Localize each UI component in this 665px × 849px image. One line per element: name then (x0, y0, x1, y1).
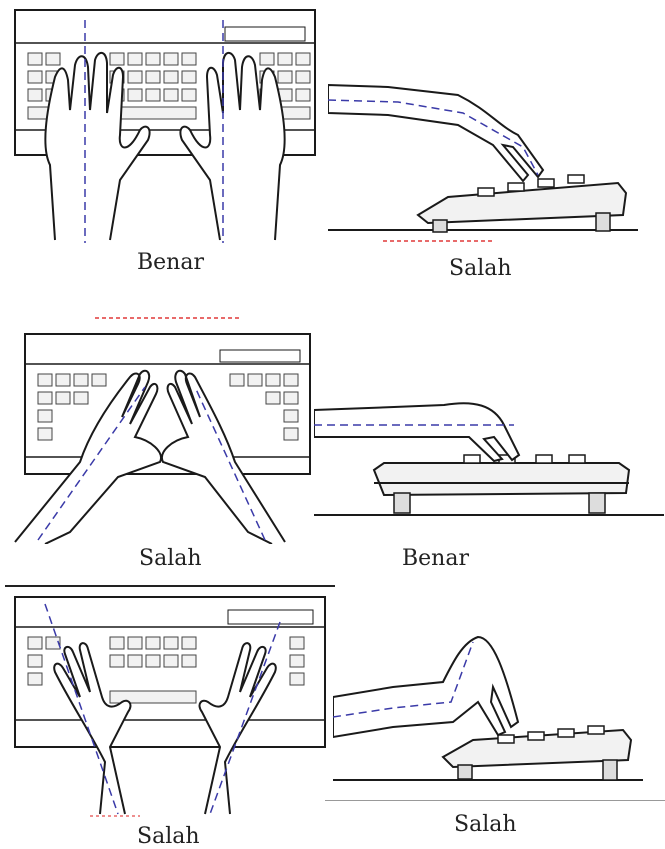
row3-right-label: Salah (454, 812, 517, 837)
row3-left-label: Salah (137, 824, 200, 849)
row3-right-illustration (333, 632, 643, 790)
row1-left-illustration (10, 5, 320, 245)
row1-right-label: Salah (449, 256, 512, 281)
row2-right-label: Benar (402, 546, 469, 571)
divider-line (5, 585, 335, 587)
row2-left-illustration (10, 312, 315, 544)
row1-left-label: Benar (137, 250, 204, 275)
divider-line-light (325, 800, 665, 801)
row2-right-illustration (314, 375, 664, 525)
arm-hand (333, 637, 518, 737)
row1-right-illustration (328, 75, 638, 245)
row2-left-label: Salah (139, 546, 202, 571)
arm-hand (328, 85, 543, 181)
row3-left-illustration (10, 592, 330, 817)
arm-hand (314, 403, 519, 461)
keyboard-side-view (374, 463, 629, 495)
